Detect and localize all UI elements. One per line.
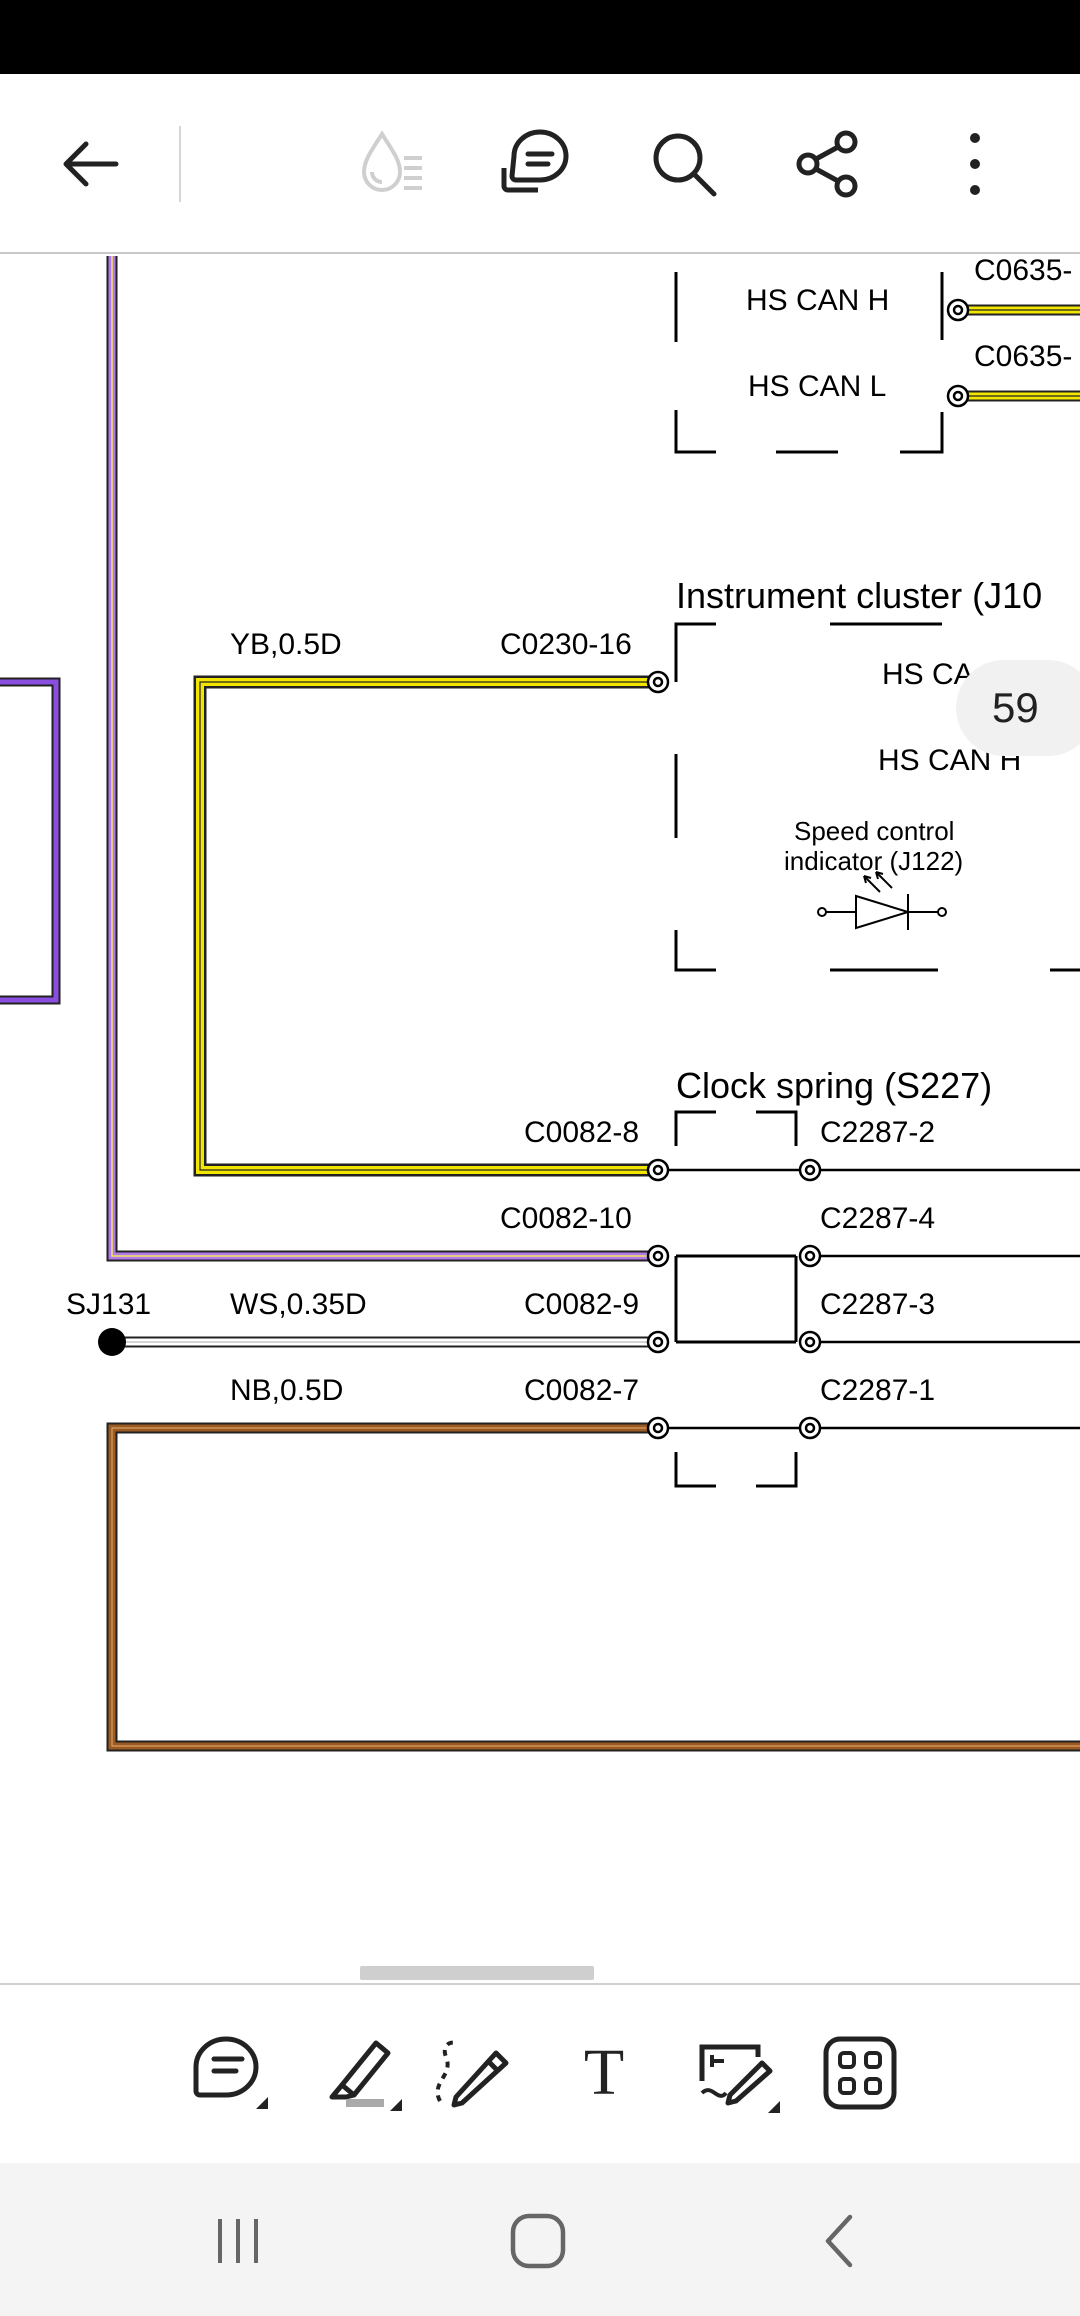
- label-c0230-16: C0230-16: [500, 628, 632, 661]
- back-button[interactable]: [40, 114, 140, 214]
- label-nb-wire: NB,0.5D: [230, 1374, 343, 1407]
- home-button[interactable]: [478, 2191, 598, 2291]
- label-c0082-9: C0082-9: [524, 1288, 639, 1321]
- label-c0635-a: C0635-: [974, 256, 1072, 287]
- signature-icon: [699, 2044, 780, 2113]
- brown-wire-nb: [106, 1422, 1080, 1752]
- highlighter-button[interactable]: [310, 2021, 414, 2125]
- violet-component-box: [0, 677, 61, 1005]
- document-view[interactable]: HS CAN H HS CAN L C0635- C0635- Instrume…: [0, 256, 1080, 1982]
- home-icon: [510, 2213, 566, 2269]
- recent-apps-button[interactable]: [178, 2191, 298, 2291]
- label-c2287-4: C2287-4: [820, 1202, 935, 1235]
- splice-sj131: [98, 1328, 126, 1356]
- page-number: 59: [992, 684, 1039, 731]
- highlighter-icon: [329, 2040, 402, 2111]
- pencil-icon: [435, 2040, 509, 2108]
- search-button[interactable]: [634, 114, 734, 214]
- nav-back-button[interactable]: [780, 2191, 900, 2291]
- label-c2287-1: C2287-1: [820, 1374, 935, 1407]
- reading-mode-icon: [361, 130, 422, 192]
- label-c0082-7: C0082-7: [524, 1374, 639, 1407]
- share-icon: [796, 130, 858, 198]
- label-speed-control-2: indicator (J122): [784, 846, 963, 876]
- pencil-button[interactable]: [424, 2021, 528, 2125]
- nav-back-icon: [825, 2214, 853, 2268]
- label-c2287-2: C2287-2: [820, 1116, 935, 1149]
- text-tool-icon: T: [583, 2036, 625, 2109]
- page-number-badge: 59: [956, 660, 1080, 756]
- can-module-box: [674, 272, 944, 454]
- horizontal-scrollbar[interactable]: [360, 1966, 594, 1980]
- add-comment-button[interactable]: [178, 2021, 282, 2125]
- label-c0635-b: C0635-: [974, 340, 1072, 373]
- back-arrow-icon: [63, 141, 119, 187]
- apps-grid-button[interactable]: [808, 2021, 912, 2125]
- recent-apps-icon: [218, 2219, 258, 2263]
- comments-button[interactable]: [484, 114, 584, 214]
- label-hs-can-h: HS CAN H: [746, 284, 889, 317]
- label-speed-control-1: Speed control: [794, 816, 954, 846]
- label-clock-spring: Clock spring (S227): [676, 1065, 992, 1106]
- speed-control-indicator-symbol: [817, 871, 947, 930]
- label-ws-wire: WS,0.35D: [230, 1288, 367, 1321]
- instrument-cluster-box: [674, 622, 1080, 972]
- comment-add-icon: [193, 2036, 268, 2109]
- share-button[interactable]: [778, 114, 878, 214]
- label-hs-can-cut-1: HS CA: [882, 658, 974, 691]
- label-hs-can-l: HS CAN L: [748, 370, 886, 403]
- label-sj131: SJ131: [66, 1288, 151, 1321]
- label-c0082-10: C0082-10: [500, 1202, 632, 1235]
- label-instrument-cluster: Instrument cluster (J10: [676, 575, 1042, 616]
- annotation-toolbar: T: [0, 1983, 1080, 2163]
- grid-apps-icon: [823, 2036, 897, 2110]
- status-bar: [0, 0, 1080, 74]
- reading-mode-button[interactable]: [340, 114, 440, 214]
- more-vertical-icon: [970, 133, 980, 195]
- search-icon: [653, 133, 717, 197]
- clock-spring-box: [674, 1110, 798, 1488]
- comment-icon: [501, 129, 569, 193]
- more-options-button[interactable]: [925, 114, 1025, 214]
- toolbar-divider: [179, 126, 181, 202]
- wiring-diagram: HS CAN H HS CAN L C0635- C0635- Instrume…: [0, 256, 1080, 1752]
- text-tool-button[interactable]: T: [552, 2021, 656, 2125]
- top-toolbar: [0, 74, 1080, 254]
- label-yb-wire: YB,0.5D: [230, 628, 342, 661]
- label-c0082-8: C0082-8: [524, 1116, 639, 1149]
- signature-button[interactable]: [686, 2021, 790, 2125]
- connector-terminals: [646, 298, 970, 1440]
- yellow-wire-yb: [193, 675, 658, 1177]
- label-c2287-3: C2287-3: [820, 1288, 935, 1321]
- system-navigation-bar: [0, 2163, 1080, 2316]
